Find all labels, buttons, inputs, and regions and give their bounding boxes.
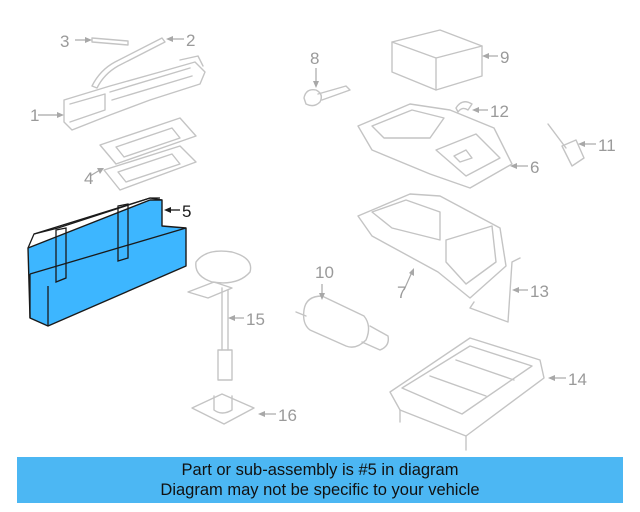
part-tool-bag[interactable] (391, 29, 483, 91)
part-jack[interactable] (63, 55, 206, 131)
callout-12: 12 (490, 102, 509, 121)
callout-6: 6 (530, 158, 539, 177)
part-clip[interactable] (455, 101, 473, 113)
callout-5: 5 (182, 202, 191, 221)
part-5-storage-box[interactable] (27, 197, 187, 327)
info-banner: Part or sub-assembly is #5 in diagram Di… (17, 457, 623, 503)
part-base-block[interactable] (191, 393, 255, 425)
part-hook-rod[interactable] (469, 257, 521, 323)
callout-14: 14 (568, 370, 587, 389)
callout-4: 4 (84, 169, 93, 188)
callout-1: 1 (30, 106, 39, 125)
part-jack-handle[interactable] (91, 37, 166, 89)
part-upper-tray[interactable] (357, 103, 513, 189)
part-jack-screw[interactable] (187, 250, 252, 381)
callout-7: 7 (397, 283, 406, 302)
callout-11: 11 (598, 136, 616, 155)
callout-15: 15 (246, 310, 265, 329)
part-bin[interactable] (389, 337, 545, 451)
callout-10: 10 (315, 263, 334, 282)
callout-3: 3 (60, 32, 69, 51)
banner-line-2: Diagram may not be specific to your vehi… (160, 481, 480, 499)
callout-16: 16 (278, 406, 297, 425)
banner-line-1: Part or sub-assembly is #5 in diagram (181, 461, 459, 479)
callout-2: 2 (186, 31, 195, 50)
part-lug-wrench[interactable] (303, 85, 351, 107)
callout-13: 13 (530, 282, 549, 301)
callout-8: 8 (310, 49, 319, 68)
callout-9: 9 (500, 48, 509, 67)
part-lower-tray[interactable] (357, 193, 507, 299)
parts-diagram: 3 2 1 4 5 8 9 (27, 29, 616, 451)
part-screwdriver[interactable] (547, 123, 585, 167)
part-cylinder[interactable] (295, 295, 390, 351)
part-pads[interactable] (99, 117, 197, 191)
